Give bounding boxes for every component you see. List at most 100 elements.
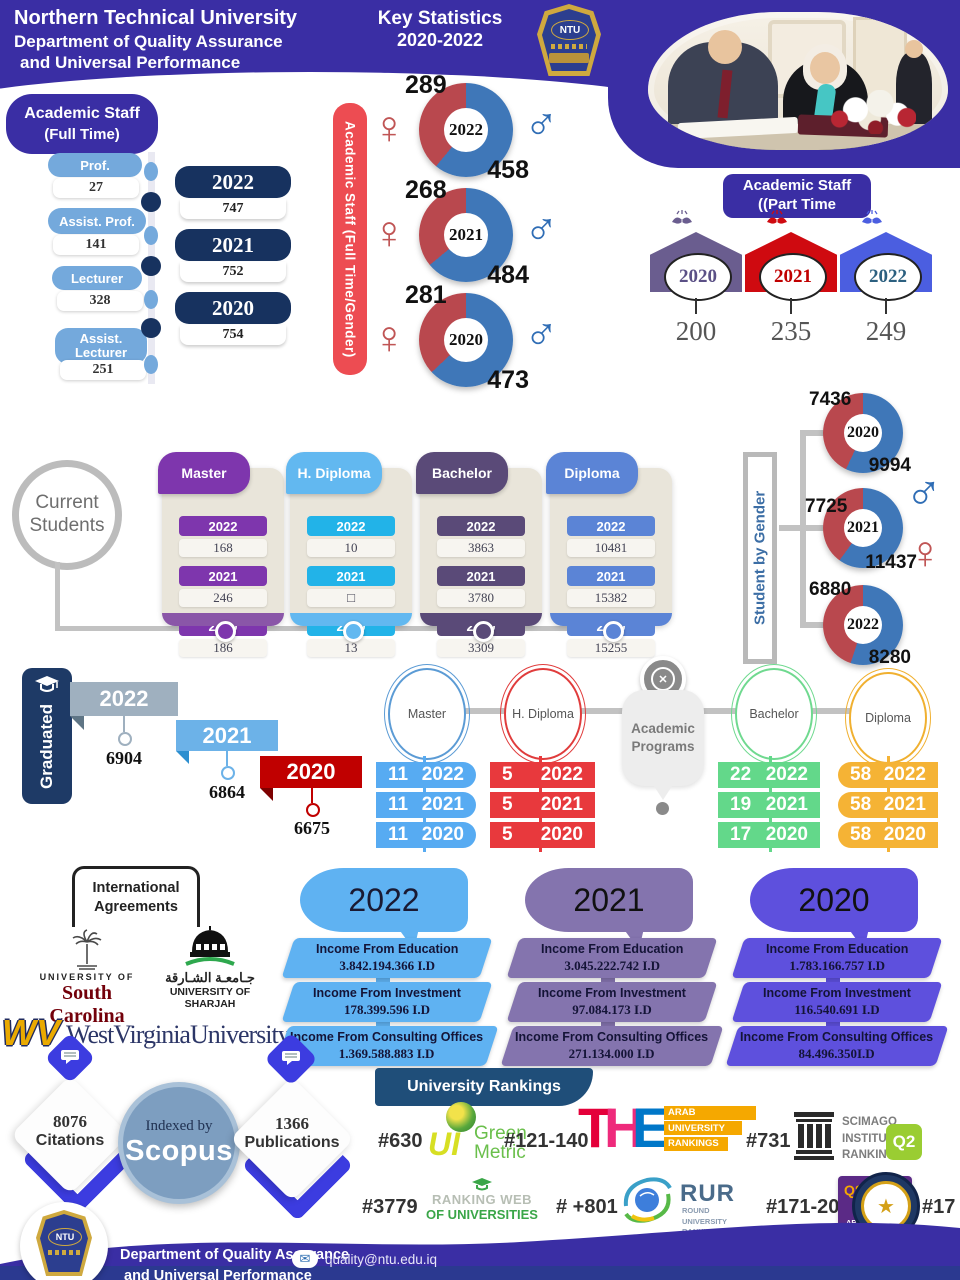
handshake-icon [767, 210, 787, 224]
wvu-mark: WV [2, 1012, 60, 1053]
sg-connector [800, 430, 826, 436]
grad-ribbon-2020: 2020 [260, 756, 362, 788]
staff-year-2022-value: 747 [180, 199, 286, 219]
male-icon: ♂ [524, 96, 559, 148]
income-year: 2022 [348, 881, 420, 918]
qs-rank: #171-200 [766, 1196, 851, 1218]
grad-ribbon-2021: 2021 [176, 720, 278, 751]
female-icon: ♀ [908, 526, 943, 578]
staff-year-2021-value: 752 [180, 262, 286, 282]
parttime-year-2021: 2021 [759, 253, 827, 301]
wvu-name: WestVirginiaUniversity [66, 1020, 291, 1049]
header-title-line2: Department of Quality Assurance [14, 32, 283, 51]
income-label: Income From Consulting Offices [515, 1030, 709, 1045]
donut-hole [844, 509, 882, 547]
prog-year: 2020 [540, 824, 583, 845]
female-count: 268 [405, 176, 447, 204]
donut-year: 2020 [847, 424, 879, 441]
footer-logo-bars [48, 1250, 80, 1255]
webometrics-rank: #3779 [362, 1196, 418, 1218]
staff-year-2020: 2020 [175, 292, 291, 324]
male-count: 473 [487, 366, 529, 394]
current-students-circle: Current Students [12, 460, 122, 570]
publications-value: 1366 [275, 1114, 309, 1133]
prog-count: 19 [730, 794, 752, 815]
blob-pointer [654, 786, 672, 800]
prog-count: 58 [850, 794, 872, 815]
parttime-value-2021: 235 [770, 316, 812, 346]
citations: 8076 Citations [28, 1112, 112, 1150]
master-year-2021: 2021 [179, 566, 267, 586]
programs-circle-master: Master [384, 664, 470, 764]
master-value-2020: 186 [179, 639, 267, 657]
parttime-year-2022: 2022 [854, 253, 922, 301]
income-value: 97.084.173 I.D [572, 1001, 652, 1017]
timeline-dot-hdiploma [343, 621, 364, 642]
photo-woman-face [810, 52, 840, 84]
blob-dot [656, 802, 669, 815]
donut-year: 2021 [847, 519, 879, 536]
globe-icon [446, 1102, 476, 1132]
envelope-icon: ✉ [292, 1250, 318, 1268]
parttime-title-line2: ((Part Time [757, 196, 837, 213]
seal-rank: #17 [922, 1196, 956, 1218]
donut-year: 2021 [449, 225, 483, 244]
income-label: Income From Investment [538, 986, 686, 1001]
sg-connector [800, 622, 826, 628]
donut-year: 2022 [449, 120, 483, 139]
x-mark: ✕ [651, 667, 675, 691]
footer-email: ✉ quality@ntu.edu.iq [292, 1250, 437, 1268]
webometrics-line2: OF UNIVERSITIES [426, 1207, 538, 1222]
rur-globe-icon [623, 1177, 672, 1223]
income-value: 178.399.596 I.D [344, 1001, 430, 1017]
diploma-year-2021: 2021 [567, 566, 655, 586]
donut-hole [444, 108, 488, 152]
ntu-logo: NTU [537, 4, 601, 76]
key-statistics-line2: 2020-2022 [396, 30, 484, 50]
hdiploma-year-2022: 2022 [307, 516, 395, 536]
programs-circle-diploma: Diploma [845, 668, 931, 768]
female-count: 6880 [809, 579, 852, 600]
footer-bar [0, 1266, 960, 1280]
hdiploma-header: H. Diploma [286, 452, 382, 494]
ui-mark: UI [428, 1126, 460, 1162]
the-logo: T H E ARAB UNIVERSITY RANKINGS [578, 1100, 756, 1170]
header-title: Northern Technical University Department… [14, 6, 344, 74]
master-header: Master [158, 452, 250, 494]
master-value-2022: 168 [179, 539, 267, 557]
diploma-value-2021: 15382 [567, 589, 655, 607]
parttime-value-2022: 249 [865, 316, 907, 346]
scimago-pillars-icon [794, 1112, 834, 1160]
rank-value-prof: 27 [53, 178, 139, 198]
rur-rank: # +801 [556, 1196, 618, 1218]
card-strip [162, 613, 284, 626]
grad-value-2021: 6864 [209, 782, 245, 802]
parttime-tick [695, 298, 697, 314]
rank-label-prof: Prof. [48, 153, 142, 177]
pin-dot [221, 766, 235, 780]
prog-count: 5 [502, 824, 513, 845]
prog-count: 58 [850, 824, 872, 845]
agreements-title-line2: Agreements [94, 899, 178, 915]
citations-value: 8076 [53, 1112, 87, 1131]
staff-fulltime-title: Academic Staff (Full Time) [6, 94, 158, 154]
greenmetric-line1: Green [474, 1123, 527, 1144]
students-connector-v [55, 562, 60, 628]
income-value: 3.842.194.366 I.D [339, 957, 435, 973]
speech-bubble-icon [61, 1050, 79, 1064]
pin-dot [118, 732, 132, 746]
donut-hole [844, 414, 882, 452]
scopus-wordmark: Scopus [125, 1135, 233, 1167]
header-title-line1: Northern Technical University [14, 7, 298, 29]
webometrics-line1: RANKING WEB [431, 1192, 533, 1207]
rank-label-assist-lecturer: Assist. Lecturer [55, 328, 147, 364]
